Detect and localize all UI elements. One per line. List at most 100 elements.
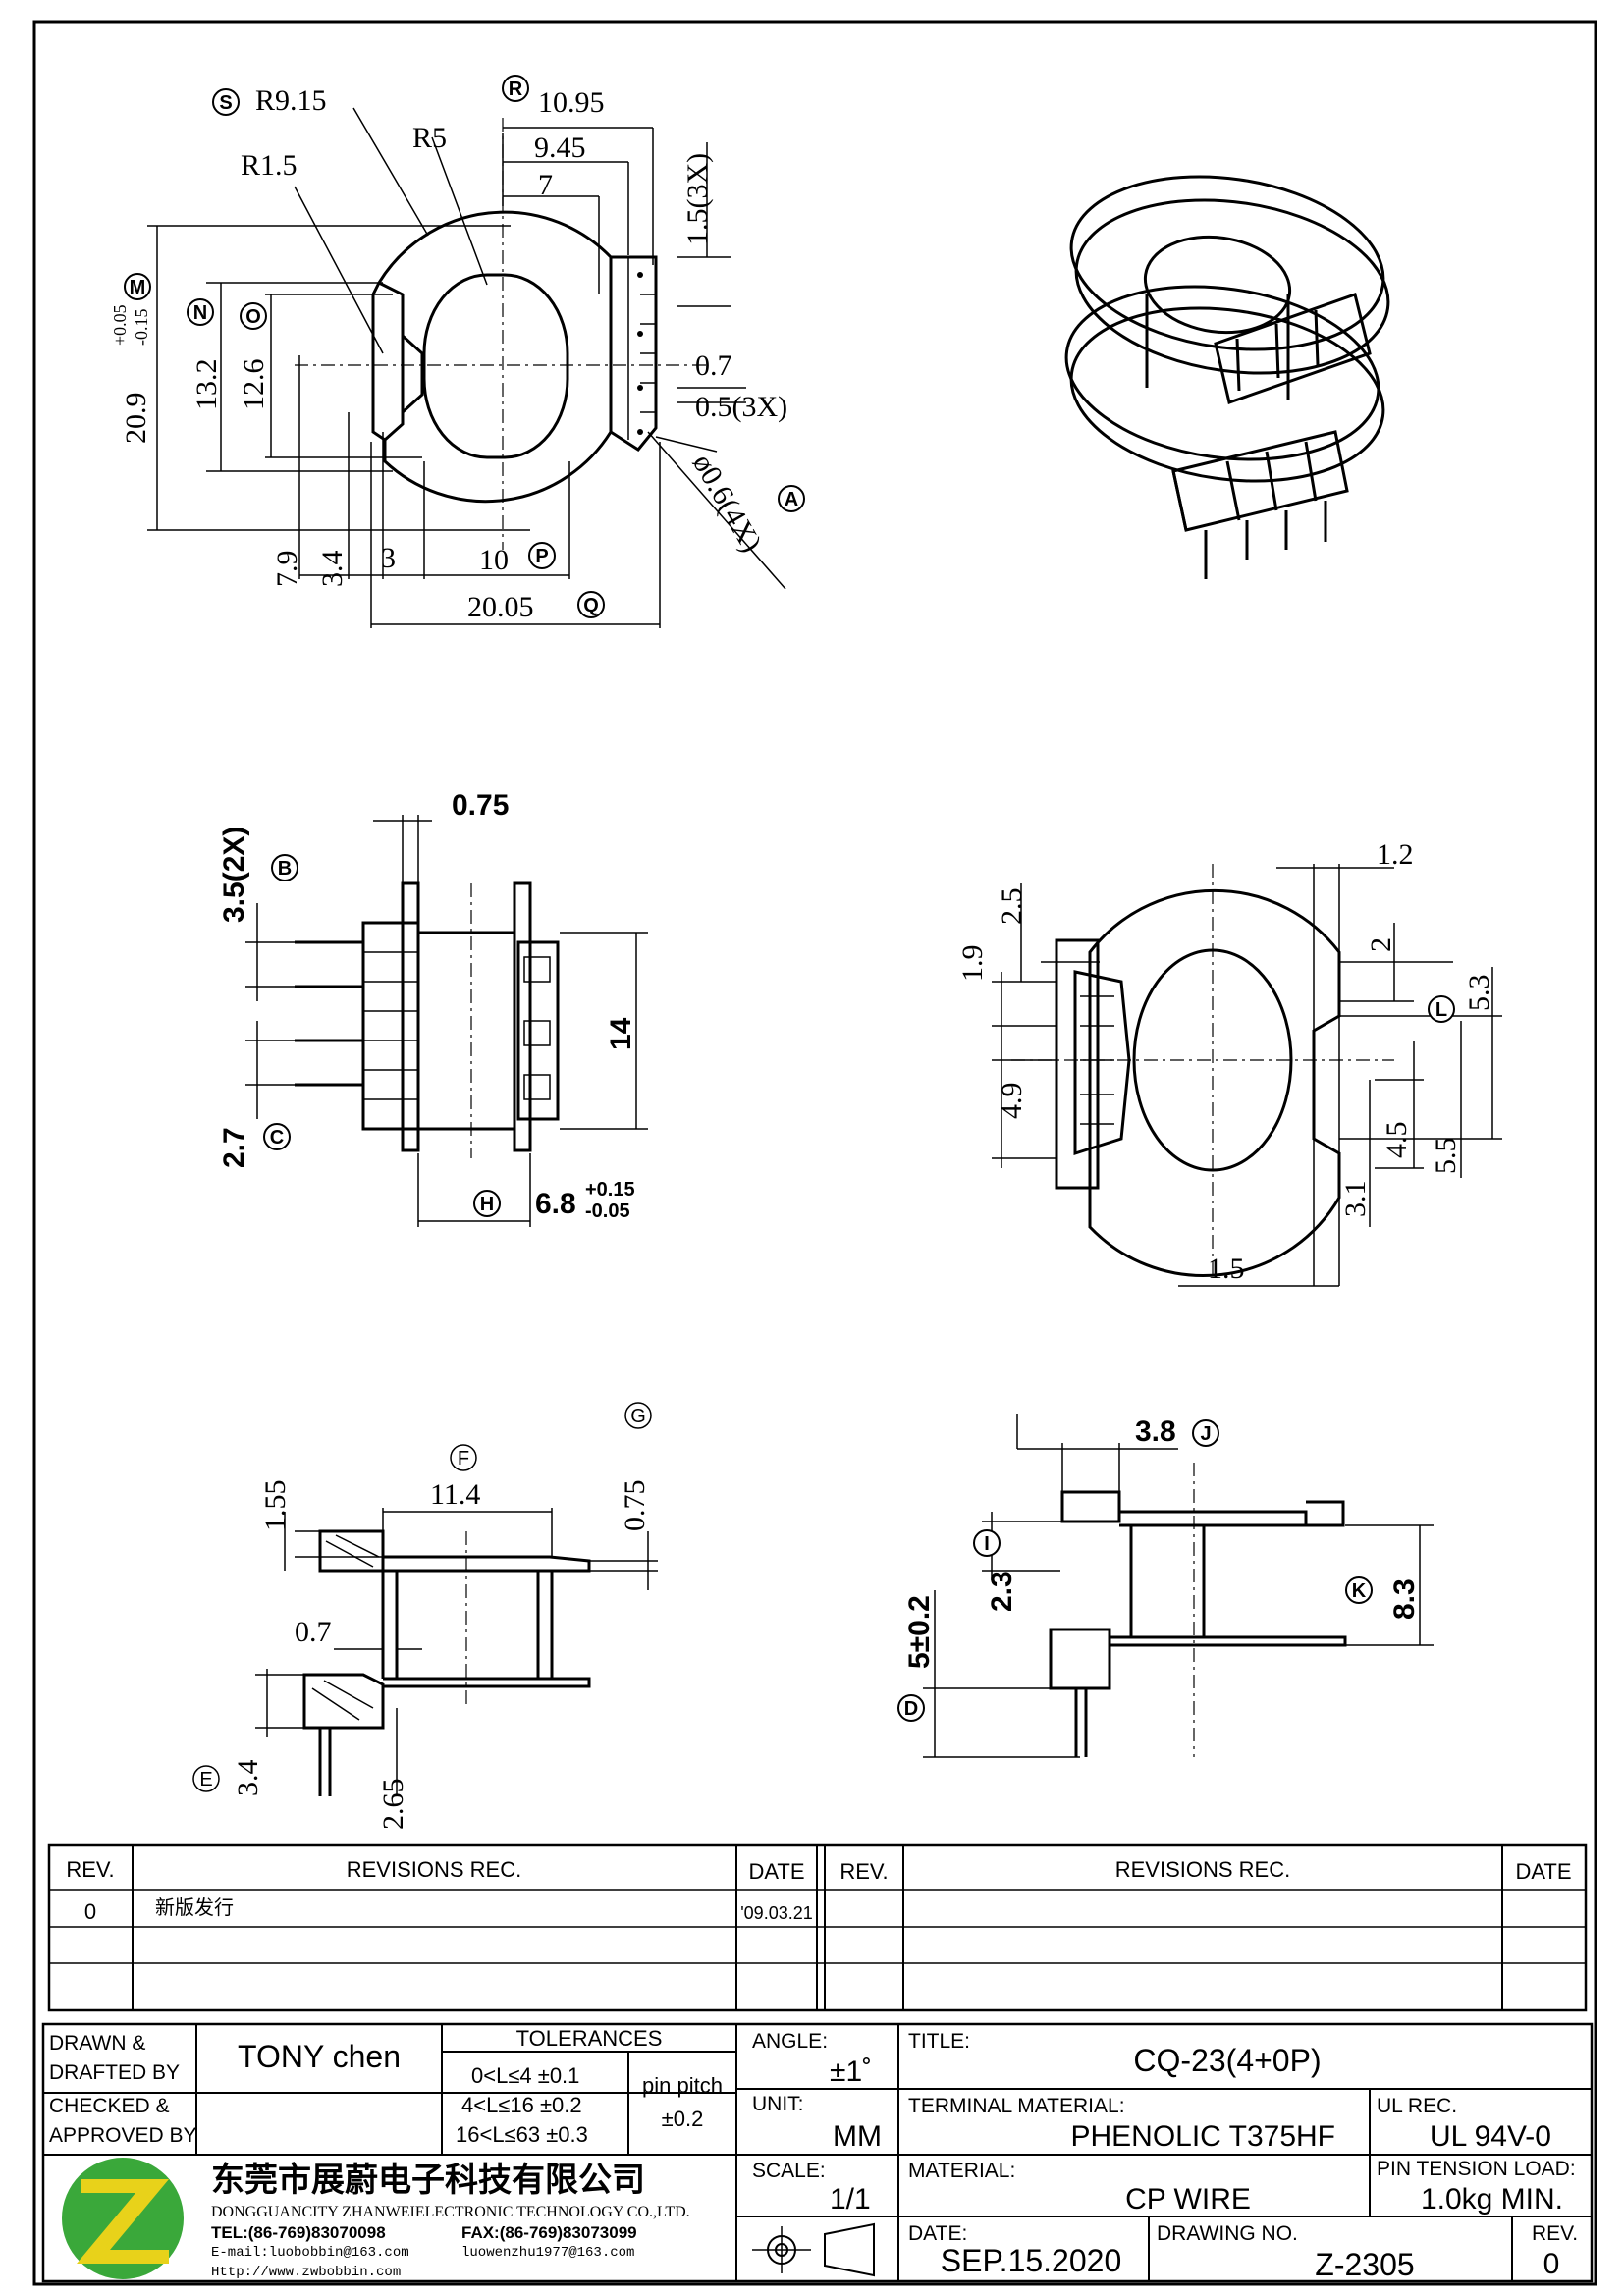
company-logo	[62, 2158, 184, 2279]
revision-table: REV. REVISIONS REC. DATE REV. REVISIONS …	[47, 1843, 1588, 2012]
company-tel: TEL:(86-769)83070098	[211, 2223, 386, 2242]
dim-14: 14	[605, 1017, 637, 1050]
company-name-cn: 东莞市展蔚电子科技有限公司	[211, 2161, 645, 2199]
dim-0-75-b: 0.75	[619, 1480, 651, 1532]
dim-2: 2	[1365, 937, 1397, 952]
rev-row-0-rec: 新版发行	[155, 1896, 234, 1919]
dim-5-3: 5.3	[1463, 975, 1495, 1012]
svg-text:S: S	[219, 92, 232, 114]
dim-r9-15: R9.15	[255, 84, 327, 117]
balloon-p: P	[528, 542, 556, 569]
svg-text:O: O	[245, 306, 261, 328]
balloon-r: R	[502, 75, 529, 102]
dim-1-9: 1.9	[956, 945, 989, 983]
dim-0-7-b: 0.7	[295, 1616, 332, 1648]
svg-text:D: D	[904, 1698, 918, 1720]
balloon-q: Q	[577, 591, 605, 618]
unit-label: UNIT:	[752, 2093, 804, 2115]
balloon-b: B	[271, 854, 298, 881]
rev-header-left: REV.	[66, 1857, 114, 1882]
svg-text:P: P	[535, 546, 548, 567]
svg-text:G: G	[630, 1406, 646, 1427]
dim-4-9: 4.9	[996, 1083, 1028, 1120]
dim-3-8: 3.8	[1135, 1415, 1176, 1448]
dim-12-6: 12.6	[238, 359, 270, 411]
pin-pitch-label: pin pitch	[642, 2073, 723, 2098]
svg-text:C: C	[270, 1127, 284, 1148]
company-name-en: DONGGUANCITY ZHANWEIELECTRONIC TECHNOLOG…	[211, 2204, 690, 2220]
balloon-i: I	[973, 1529, 1001, 1557]
title-block: DRAWN & DRAFTED BY TONY chen CHECKED & A…	[41, 2022, 1594, 2283]
dim-4-5: 4.5	[1380, 1122, 1413, 1159]
svg-text:R: R	[509, 79, 523, 100]
front-view: 3.8 2.3 8.3 5±0.2 J I K D	[897, 1414, 1434, 1758]
svg-text:H: H	[480, 1194, 494, 1215]
date-value: SEP.15.2020	[941, 2243, 1121, 2278]
svg-text:B: B	[278, 858, 292, 880]
dim-10: 10	[479, 544, 509, 576]
rev-row-0-date: '09.03.21	[740, 1903, 813, 1923]
dim-1-2: 1.2	[1377, 838, 1414, 871]
dim-2-5: 2.5	[996, 888, 1028, 926]
dim-5: 5±0.2	[903, 1595, 936, 1669]
scale-value: 1/1	[830, 2183, 871, 2216]
dim-1-55: 1.55	[259, 1480, 292, 1532]
tol-20-9-dn: -0.15	[132, 309, 151, 347]
svg-text:E: E	[199, 1769, 212, 1790]
dim-1-5: 1.5	[1208, 1253, 1245, 1285]
rec-header-left: REVISIONS REC.	[347, 1857, 521, 1882]
scale-label: SCALE:	[752, 2160, 826, 2182]
material-value: CP WIRE	[1125, 2183, 1251, 2216]
balloon-m: M	[124, 273, 151, 300]
dim-6-8: 6.8	[535, 1188, 576, 1220]
balloon-s: S	[212, 88, 240, 116]
drafted-label: DRAFTED BY	[49, 2061, 180, 2084]
dim-3-4: 3.4	[316, 551, 349, 588]
svg-text:F: F	[458, 1448, 469, 1469]
dim-0-7: 0.7	[695, 349, 732, 382]
svg-text:M: M	[130, 277, 146, 298]
ul-rec-value: UL 94V-0	[1430, 2120, 1551, 2153]
rev-value: 0	[1543, 2248, 1560, 2280]
balloon-f: F	[450, 1444, 477, 1471]
sheet-border	[32, 20, 1597, 2286]
dim-0-5-3x: 0.5(3X)	[695, 391, 787, 423]
balloon-n: N	[187, 298, 214, 326]
tol-row-3: 16<L≤63 ±0.3	[456, 2122, 588, 2147]
svg-text:Q: Q	[583, 595, 599, 616]
balloon-j: J	[1192, 1419, 1219, 1447]
balloon-a: A	[778, 485, 805, 512]
date-header-left: DATE	[748, 1859, 804, 1884]
pin-tension-value: 1.0kg MIN.	[1421, 2183, 1563, 2216]
dim-7: 7	[538, 169, 553, 201]
dim-phi-0-6: ø0.6(4X)	[686, 449, 768, 558]
company-email-1: E-mail:luobobbin@163.com	[211, 2245, 409, 2261]
balloon-c: C	[263, 1123, 291, 1150]
svg-text:I: I	[984, 1533, 990, 1555]
dim-11-4: 11.4	[430, 1478, 480, 1511]
balloon-g: G	[624, 1402, 652, 1429]
terminal-material-value: PHENOLIC T375HF	[1070, 2120, 1335, 2153]
dim-3-1: 3.1	[1339, 1181, 1372, 1218]
angle-value: ±1˚	[830, 2056, 872, 2088]
side-view: 0.75 3.5(2X) 14 2.7 6.8 +0.15 -0.05 B C …	[218, 789, 648, 1227]
dim-2-65: 2.65	[377, 1779, 409, 1831]
dim-0-75: 0.75	[452, 789, 509, 822]
balloon-h: H	[473, 1190, 501, 1217]
dim-7-9: 7.9	[271, 551, 303, 588]
ul-rec-label: UL REC.	[1377, 2095, 1457, 2117]
balloon-k: K	[1345, 1576, 1373, 1604]
tol-6-8-up: +0.15	[585, 1179, 635, 1201]
approved-label: APPROVED BY	[49, 2124, 197, 2147]
svg-text:J: J	[1200, 1423, 1211, 1445]
dim-r1-5: R1.5	[241, 149, 298, 182]
company-website: Http://www.zwbobbin.com	[211, 2265, 401, 2280]
tolerances-label: TOLERANCES	[516, 2026, 663, 2051]
tol-row-1: 0<L≤4 ±0.1	[471, 2063, 579, 2088]
dim-9-45: 9.45	[534, 132, 586, 164]
dim-3: 3	[381, 542, 396, 574]
dim-2-7: 2.7	[218, 1127, 250, 1168]
dim-r5: R5	[412, 122, 447, 154]
balloon-l: L	[1428, 995, 1455, 1023]
